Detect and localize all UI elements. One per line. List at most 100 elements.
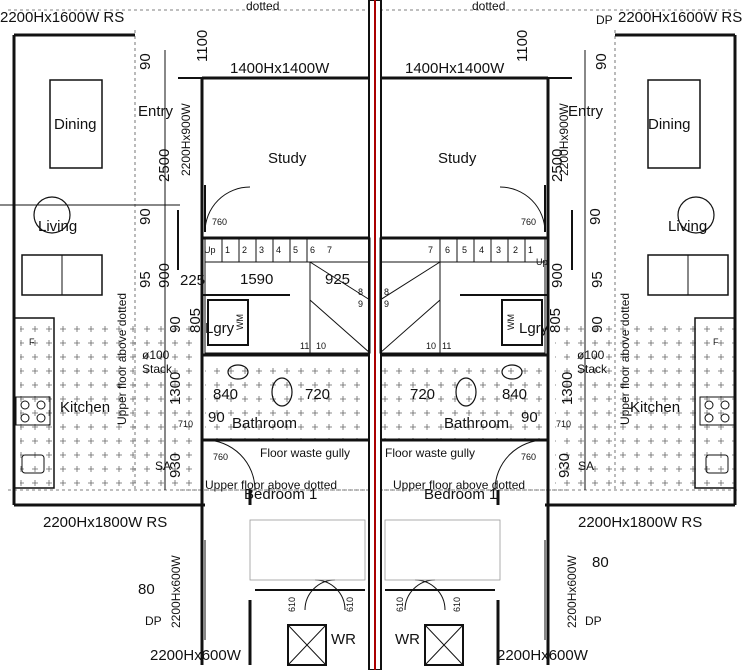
stair-num-l7: 7 bbox=[327, 245, 333, 255]
note-upper-floor-bed-left: Upper floor above dotted bbox=[205, 478, 338, 492]
note-wm-left: WM bbox=[235, 314, 245, 330]
dim-90-top-right: 90 bbox=[593, 53, 610, 70]
dim-930-right: 930 bbox=[556, 452, 573, 478]
dim-90-mid-right: 90 bbox=[587, 208, 604, 225]
cooktop-icon bbox=[15, 396, 735, 426]
dim-90-lgry-left: 90 bbox=[167, 316, 184, 333]
note-dotted-left: dotted bbox=[246, 0, 280, 13]
stair-num-l2: 2 bbox=[242, 245, 248, 255]
note-wm-right: WM bbox=[506, 314, 516, 330]
note-sa-left: SA bbox=[155, 459, 172, 473]
stair-num-r7: 7 bbox=[428, 245, 434, 255]
dim-760-study-right: 760 bbox=[521, 217, 537, 227]
room-label-living-left: Living bbox=[38, 218, 78, 235]
dim-80-right: 80 bbox=[592, 554, 609, 571]
walls bbox=[12, 0, 737, 670]
window-label-bottom-right: 2200Hx600W bbox=[497, 647, 588, 664]
note-dp-top: DP bbox=[596, 13, 613, 27]
dim-760-bath-left: 760 bbox=[213, 452, 229, 462]
landing-num-r8: 8 bbox=[384, 287, 390, 297]
stair-num-r1: 1 bbox=[528, 245, 534, 255]
dim-610-4: 610 bbox=[452, 596, 462, 612]
room-label-bathroom-right: Bathroom bbox=[444, 415, 510, 432]
landing-num-l11: 11 bbox=[300, 341, 310, 351]
dim-610-3: 610 bbox=[395, 596, 405, 612]
stair-num-l6: 6 bbox=[310, 245, 316, 255]
note-sa-right: SA bbox=[578, 459, 595, 473]
note-up-right: Up bbox=[536, 257, 548, 267]
dim-710-right: 710 bbox=[556, 419, 572, 429]
window-label-bedroom-right: 2200Hx600W bbox=[565, 555, 579, 628]
sink-icon bbox=[21, 454, 729, 474]
room-label-entry-left: Entry bbox=[138, 103, 174, 120]
room-label-kitchen-left: Kitchen bbox=[60, 399, 111, 416]
room-label-entry-right: Entry bbox=[568, 103, 604, 120]
dim-610-2: 610 bbox=[345, 596, 355, 612]
note-dotted-right: dotted bbox=[472, 0, 506, 13]
room-label-wr-left: WR bbox=[331, 631, 356, 648]
room-label-living-right: Living bbox=[668, 218, 708, 235]
dim-840-left: 840 bbox=[213, 386, 239, 403]
note-dp-bottom-right: DP bbox=[585, 614, 602, 628]
note-up-left: Up bbox=[204, 245, 216, 255]
window-label-kitchen-right: 2200Hx1800W RS bbox=[578, 514, 703, 531]
stair-num-r2: 2 bbox=[513, 245, 519, 255]
dim-1300-left: 1300 bbox=[167, 371, 184, 405]
room-label-lgry-right: Lgry bbox=[519, 320, 549, 337]
room-label-dining-right: Dining bbox=[648, 116, 691, 133]
dim-2500-left: 2500 bbox=[156, 148, 173, 182]
dim-2500-right: 2500 bbox=[549, 148, 566, 182]
dim-710-left: 710 bbox=[178, 419, 194, 429]
stair-num-l4: 4 bbox=[276, 245, 282, 255]
dim-90-mid-left: 90 bbox=[137, 208, 154, 225]
stair-num-r4: 4 bbox=[479, 245, 485, 255]
room-label-bedroom-right: Bedroom 1 bbox=[424, 486, 498, 503]
note-stack-left: ø100 Stack bbox=[142, 348, 173, 376]
dimension-lines bbox=[0, 50, 586, 640]
room-label-bathroom-left: Bathroom bbox=[232, 415, 298, 432]
note-upper-floor-right: Upper floor above dotted bbox=[618, 292, 632, 425]
dim-90-bath-left: 90 bbox=[208, 409, 225, 426]
stair-num-r3: 3 bbox=[496, 245, 502, 255]
window-label-study-left: 1400Hx1400W bbox=[230, 60, 330, 77]
stair-num-l1: 1 bbox=[225, 245, 231, 255]
landing-num-r11: 11 bbox=[442, 341, 452, 351]
note-fridge-left: F bbox=[29, 337, 35, 347]
dim-720-left: 720 bbox=[305, 386, 331, 403]
stair-num-l3: 3 bbox=[259, 245, 265, 255]
note-upper-floor-bed-right: Upper floor above dotted bbox=[393, 478, 526, 492]
room-label-lgry-left: Lgry bbox=[205, 320, 235, 337]
dim-1590: 1590 bbox=[240, 271, 274, 288]
note-dp-bottom-left: DP bbox=[145, 614, 162, 628]
window-label-study-right: 1400Hx1400W bbox=[405, 60, 505, 77]
dim-90-lgry-right: 90 bbox=[589, 316, 606, 333]
dim-720-right: 720 bbox=[410, 386, 436, 403]
landing-num-r9: 9 bbox=[384, 299, 390, 309]
stair-num-r6: 6 bbox=[445, 245, 451, 255]
dim-805-right: 805 bbox=[547, 307, 564, 333]
room-label-wr-right: WR bbox=[395, 631, 420, 648]
dim-840-right: 840 bbox=[502, 386, 528, 403]
room-label-kitchen-right: Kitchen bbox=[630, 399, 681, 416]
landing-num-l8: 8 bbox=[358, 287, 364, 297]
stair-num-l5: 5 bbox=[293, 245, 299, 255]
landing-num-r10: 10 bbox=[426, 341, 437, 351]
note-upper-floor-left: Upper floor above dotted bbox=[115, 292, 129, 425]
dim-900-right: 900 bbox=[549, 262, 566, 288]
window-label-bedroom-left: 2200Hx600W bbox=[169, 555, 183, 628]
note-floor-waste-right: Floor waste gully bbox=[385, 446, 476, 460]
window-label-bottom-left: 2200Hx600W bbox=[150, 647, 241, 664]
window-label-entry-left: 2200Hx900W bbox=[179, 103, 193, 176]
landing-num-l10: 10 bbox=[316, 341, 327, 351]
dim-760-bath-right: 760 bbox=[521, 452, 537, 462]
dim-1100-left: 1100 bbox=[194, 29, 211, 62]
room-label-study-right: Study bbox=[438, 150, 477, 167]
window-label-top-left: 2200Hx1600W RS bbox=[0, 9, 125, 26]
room-label-study-left: Study bbox=[268, 150, 307, 167]
window-label-kitchen-left: 2200Hx1800W RS bbox=[43, 514, 168, 531]
dim-225: 225 bbox=[180, 272, 206, 289]
note-stack-right: ø100 Stack bbox=[577, 348, 608, 376]
room-label-dining-left: Dining bbox=[54, 116, 97, 133]
dim-90-top-left: 90 bbox=[137, 53, 154, 70]
